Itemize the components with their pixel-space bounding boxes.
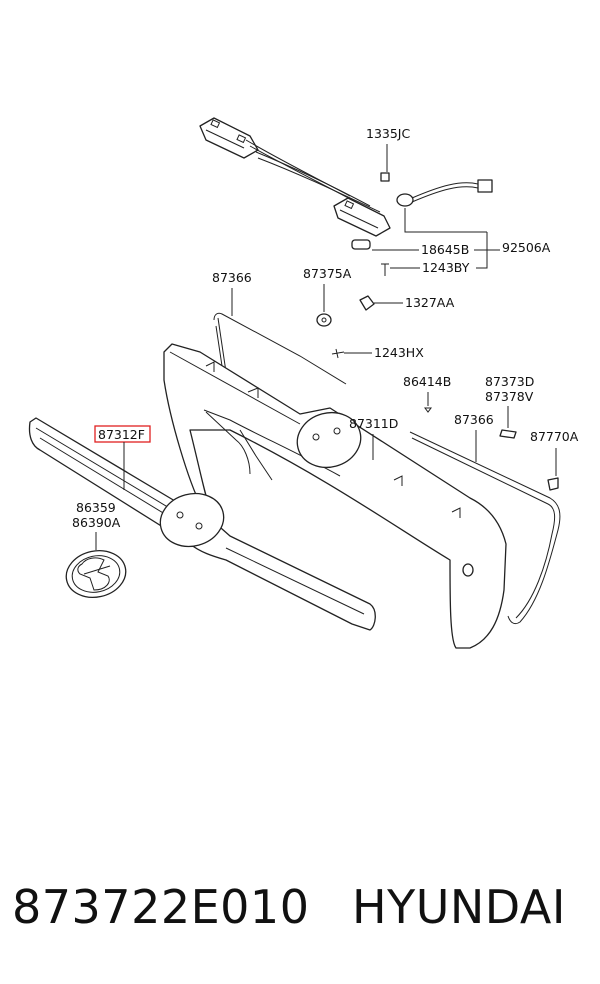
weatherstrip-lower: 87366 xyxy=(409,412,561,625)
washer-87375a: 87375A xyxy=(303,266,352,327)
lamp-housing-left xyxy=(199,117,259,159)
callout-86414b: 86414B xyxy=(403,374,451,389)
part-number: 873722E010 xyxy=(12,880,310,934)
screw-1243hx: 1243HX xyxy=(331,345,424,360)
bulb xyxy=(351,239,371,250)
weatherstrip-upper: 87366 xyxy=(212,270,347,385)
callout-1327aa: 1327AA xyxy=(405,295,455,310)
license-lamp-assembly xyxy=(199,117,493,276)
clip-87770a: 87770A xyxy=(530,429,579,491)
callout-1335jc: 1335JC xyxy=(366,126,410,141)
callout-86390a: 86390A xyxy=(72,515,121,530)
footer: 873722E010 HYUNDAI xyxy=(0,870,600,950)
emblem-86359: 86359 86390A xyxy=(65,500,127,598)
callout-87366-lower: 87366 xyxy=(454,412,494,427)
pad-87373d: 87373D 87378V xyxy=(485,374,534,439)
callout-87366-top: 87366 xyxy=(212,270,252,285)
callout-87375a: 87375A xyxy=(303,266,352,281)
clip-1335jc xyxy=(380,172,390,182)
callout-87312f: 87312F xyxy=(98,427,145,442)
callout-92506a: 92506A xyxy=(502,240,551,255)
callout-highlight-box xyxy=(94,425,151,443)
callout-18645b: 18645B xyxy=(421,242,469,257)
screw-1243by xyxy=(381,263,389,276)
callout-1243by: 1243BY xyxy=(422,260,470,275)
parts-diagram: 1335JC 18645B 92506A 1243BY 87366 87375A… xyxy=(28,117,579,649)
callout-87373d: 87373D xyxy=(485,374,534,389)
clip-1327aa: 1327AA xyxy=(359,295,455,311)
brand-name: HYUNDAI xyxy=(352,880,566,934)
callout-87770a: 87770A xyxy=(530,429,579,444)
grommet xyxy=(396,193,414,207)
callout-86359: 86359 xyxy=(76,500,116,515)
garnish-panel-87311d: 87311D xyxy=(163,343,507,649)
garnish-strip-87312f: 87312F xyxy=(28,417,376,631)
callout-87311d: 87311D xyxy=(349,416,398,431)
clip-86414b: 86414B xyxy=(403,374,451,413)
callout-1243hx: 1243HX xyxy=(374,345,424,360)
callout-87378v: 87378V xyxy=(485,389,534,404)
top-callouts: 1335JC 18645B 92506A 1243BY xyxy=(366,126,551,275)
wire-connector xyxy=(477,179,493,193)
